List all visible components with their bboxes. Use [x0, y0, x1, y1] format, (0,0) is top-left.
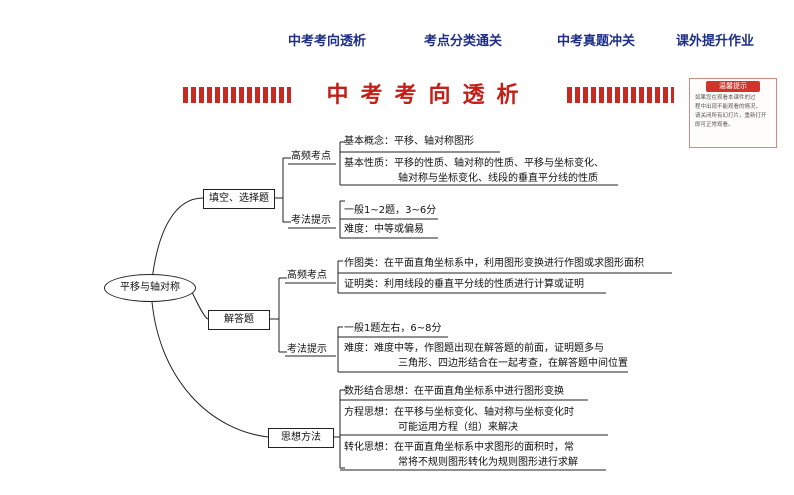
tip-body: 如果您在观看本课件的过 程中出现不能观看的情况， 请关闭所有幻灯片，重新打开 即… — [695, 95, 767, 128]
b1-gaopin-label: 高频考点 — [291, 151, 331, 162]
banner-title: 中考考向透析 — [326, 82, 531, 108]
b2-gaopin-label: 高频考点 — [287, 270, 327, 281]
b1-kaofa-label: 考法提示 — [291, 215, 331, 226]
tip-box: 温馨提示 如果您在观看本课件的过 程中出现不能观看的情况， 请关闭所有幻灯片，重… — [689, 78, 777, 148]
b3-item-3: 可能运用方程（组）来解决 — [398, 422, 518, 433]
b2-kaofa-item-3: 三角形、四边形结合在一起考查，在解答题中间位置 — [398, 358, 628, 369]
b1-gaopin-item-2: 基本性质：平移的性质、轴对称的性质、平移与坐标变化、 — [344, 158, 604, 169]
b2-kaofa-item-1: 一般1题左右，6~8分 — [344, 323, 442, 334]
branch-method: 思想方法 — [268, 428, 334, 448]
b2-gaopin-item-1: 作图类：在平面直角坐标系中，利用图形变换进行作图或求图形面积 — [344, 258, 644, 269]
b1-kaofa-item-1: 一般1~2题，3~6分 — [344, 205, 437, 216]
section-banner: 中考考向透析 — [183, 82, 674, 112]
b3-item-4: 转化思想：在平面直角坐标系中求图形的面积时，常 — [344, 442, 574, 453]
mindmap-root: 平移与轴对称 — [104, 274, 196, 302]
b3-item-5: 常将不规则图形转化为规则图形进行求解 — [398, 457, 578, 468]
b1-kaofa-item-2: 难度：中等或偏易 — [344, 224, 424, 235]
nav-tab-kewai-zuoye[interactable]: 课外提升作业 — [676, 34, 755, 49]
nav-tab-kaodian-fenlei[interactable]: 考点分类通关 — [424, 34, 503, 49]
b1-gaopin-item-1: 基本概念：平移、轴对称图形 — [344, 136, 474, 147]
b3-item-1: 数形结合思想：在平面直角坐标系中进行图形变换 — [344, 386, 564, 397]
b1-gaopin-item-3: 轴对称与坐标变化、线段的垂直平分线的性质 — [398, 173, 598, 184]
nav-tab-zhongkao-kaoxiang[interactable]: 中考考向透析 — [288, 34, 367, 49]
branch-fill-choice: 填空、选择题 — [203, 189, 275, 209]
b2-kaofa-item-2: 难度：难度中等，作图题出现在解答题的前面，证明题多与 — [344, 343, 604, 354]
b2-gaopin-item-2: 证明类：利用线段的垂直平分线的性质进行计算或证明 — [344, 279, 584, 290]
branch-answer: 解答题 — [208, 310, 270, 330]
b2-kaofa-label: 考法提示 — [287, 344, 327, 355]
b3-item-2: 方程思想：在平移与坐标变化、轴对称与坐标变化时 — [344, 407, 574, 418]
nav-tab-zhenti-chongguan[interactable]: 中考真题冲关 — [557, 34, 636, 49]
tip-title: 温馨提示 — [706, 81, 760, 92]
